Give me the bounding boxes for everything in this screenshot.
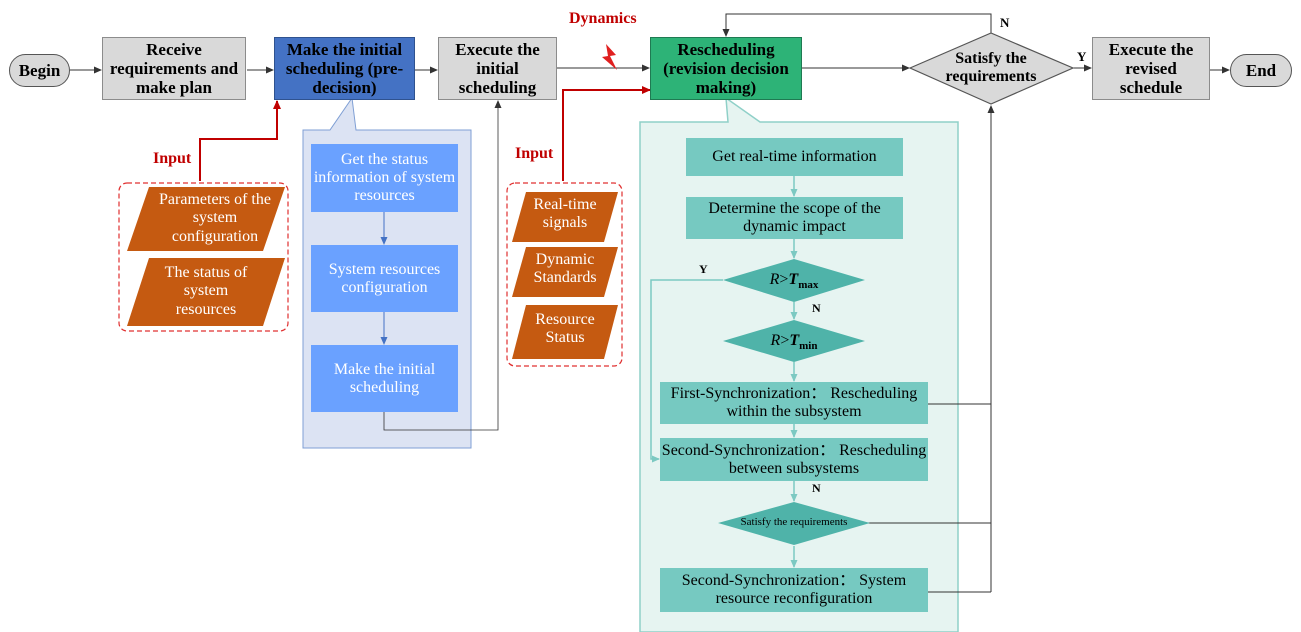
r-gt-tmax-label: R>Tmax [769, 271, 819, 292]
execute-revised-node: Execute the revised schedule [1092, 37, 1210, 100]
inner-n-label-1: N [812, 301, 821, 315]
step-second-sync-system: Second-Synchronization： System resource … [660, 568, 928, 612]
rescheduling-node: Rescheduling (revision decision making) [650, 37, 802, 100]
mid-input-frame [506, 182, 623, 367]
top-n-label: N [1000, 15, 1010, 30]
step-determine-scope: Determine the scope of the dynamic impac… [686, 197, 903, 239]
parallelogram-shape [512, 305, 618, 359]
inner-y-label: Y [699, 262, 708, 276]
input-realtime-signals-text: Real-time signals [533, 196, 597, 232]
input-realtime-signals: Real-time signals [512, 192, 618, 242]
step-second-sync: Second-Synchronization： Rescheduling bet… [660, 438, 928, 481]
parallelogram-shape [127, 258, 285, 326]
input-parameters: Parameters of the system configuration [127, 187, 285, 251]
step-first-sync: First-Synchronization： Rescheduling with… [660, 382, 928, 424]
input-resource-status: The status of system resources [127, 258, 285, 326]
dynamics-label: Dynamics [569, 10, 637, 27]
begin-node: Begin [9, 54, 70, 87]
r-gt-tmin-diamond [723, 320, 865, 362]
step-make-initial: Make the initial scheduling [311, 345, 458, 412]
step-get-realtime-info: Get real-time information [686, 138, 903, 176]
top-y-label: Y [1077, 49, 1087, 64]
input-label-mid: Input [515, 145, 554, 162]
input-resource-status-mid-text: Resource Status [535, 311, 595, 347]
r-gt-tmin-label: R>Tmin [770, 332, 818, 353]
lightning-icon [602, 44, 617, 70]
satisfy-inner-label: Satisfy the requirements [740, 516, 848, 528]
left-input-frame [118, 182, 289, 332]
satisfy-top-label: Satisfy the requirements [945, 50, 1037, 85]
parallelogram-shape [127, 187, 285, 251]
r-gt-tmax-diamond [723, 259, 865, 302]
input-resource-status-mid: Resource Status [512, 305, 618, 359]
satisfy-diamond-inner [718, 502, 870, 545]
end-node: End [1230, 54, 1292, 87]
input-dynamic-standards: Dynamic Standards [512, 247, 618, 297]
input-dynamic-standards-text: Dynamic Standards [533, 251, 597, 287]
revision-callout-panel [639, 96, 959, 632]
step-get-status: Get the status information of system res… [311, 144, 458, 212]
execute-initial-node: Execute the initial scheduling [438, 37, 557, 100]
input-label-left: Input [153, 150, 192, 167]
parallelogram-shape [512, 192, 618, 242]
initial-scheduling-node: Make the initial scheduling (pre-decisio… [274, 37, 415, 100]
receive-requirements-node: Receive requirements and make plan [102, 37, 246, 100]
input-resource-status-text: The status of system resources [164, 264, 248, 318]
satisfy-diamond-top [908, 32, 1075, 105]
inner-n-label-2: N [812, 481, 821, 495]
input-parameters-text: Parameters of the system configuration [159, 191, 271, 245]
parallelogram-shape [512, 247, 618, 297]
step-resources-config: System resources configuration [311, 245, 458, 312]
